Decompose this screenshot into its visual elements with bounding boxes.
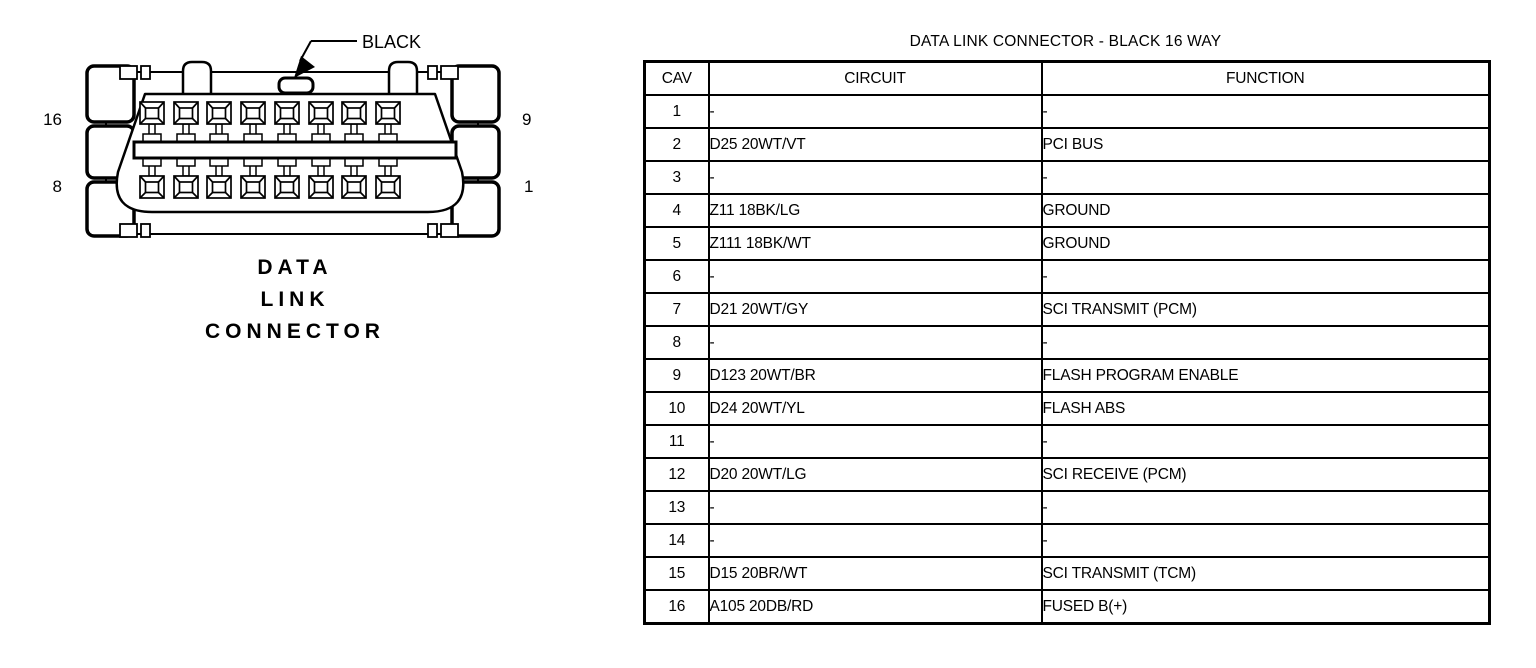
cav-cell: 3	[643, 160, 710, 195]
function-cell: -	[1040, 523, 1491, 558]
cav-cell: 13	[643, 490, 710, 525]
cav-cell: 10	[643, 391, 710, 426]
cav-cell: 5	[643, 226, 710, 261]
circuit-cell: -	[707, 259, 1043, 294]
circuit-cell: -	[707, 160, 1043, 195]
circuit-cell: D15 20BR/WT	[707, 556, 1043, 591]
circuit-cell: Z111 18BK/WT	[707, 226, 1043, 261]
col-header-cav: CAV	[643, 60, 710, 96]
cav-cell: 9	[643, 358, 710, 393]
function-cell: SCI TRANSMIT (TCM)	[1040, 556, 1491, 591]
caption-line: LINK	[260, 288, 330, 311]
table-row: 3--	[643, 160, 1491, 195]
pin-8-label: 8	[53, 177, 62, 196]
latch-tab	[277, 76, 315, 95]
col-header-function: FUNCTION	[1040, 60, 1491, 96]
cav-cell: 14	[643, 523, 710, 558]
table-row: 13--	[643, 490, 1491, 525]
function-cell: PCI BUS	[1040, 127, 1491, 162]
circuit-cell: -	[707, 424, 1043, 459]
caption-line: CONNECTOR	[205, 320, 385, 343]
cav-cell: 16	[643, 589, 710, 625]
cav-cell: 15	[643, 556, 710, 591]
circuit-cell: D20 20WT/LG	[707, 457, 1043, 492]
table-row: 6--	[643, 259, 1491, 294]
circuit-cell: -	[707, 490, 1043, 525]
circuit-cell: -	[707, 325, 1043, 360]
col-header-circuit: CIRCUIT	[707, 60, 1043, 96]
function-cell: -	[1040, 259, 1491, 294]
pin-9-label: 9	[522, 110, 531, 129]
connector-diagram: BLACK 16 8 9 1 DATA LINK CONNECTOR	[0, 0, 600, 400]
function-cell: -	[1040, 490, 1491, 525]
pin-16-label: 16	[43, 110, 62, 129]
black-arrow	[294, 40, 357, 78]
cav-cell: 7	[643, 292, 710, 327]
circuit-cell: -	[707, 94, 1043, 129]
table-row: 11--	[643, 424, 1491, 459]
connector-drawing: BLACK 16 8 9 1	[43, 32, 533, 238]
function-cell: -	[1040, 325, 1491, 360]
function-cell: GROUND	[1040, 193, 1491, 228]
function-cell: -	[1040, 424, 1491, 459]
cav-cell: 1	[643, 94, 710, 129]
cav-cell: 6	[643, 259, 710, 294]
function-cell: GROUND	[1040, 226, 1491, 261]
circuit-cell: Z11 18BK/LG	[707, 193, 1043, 228]
function-cell: -	[1040, 160, 1491, 195]
circuit-cell: D24 20WT/YL	[707, 391, 1043, 426]
function-cell: SCI TRANSMIT (PCM)	[1040, 292, 1491, 327]
circuit-cell: D123 20WT/BR	[707, 358, 1043, 393]
table-row: 8--	[643, 325, 1491, 360]
caption-line: DATA	[257, 256, 333, 279]
table-row: 1--	[643, 94, 1491, 129]
diagram-caption: DATA LINK CONNECTOR	[90, 252, 500, 348]
top-bumps	[181, 60, 419, 93]
circuit-cell: A105 20DB/RD	[707, 589, 1043, 625]
circuit-cell: -	[707, 523, 1043, 558]
function-cell: -	[1040, 94, 1491, 129]
cav-cell: 2	[643, 127, 710, 162]
table-row: 14--	[643, 523, 1491, 558]
edge-tabs	[119, 65, 459, 238]
circuit-cell: D21 20WT/GY	[707, 292, 1043, 327]
function-cell: FUSED B(+)	[1040, 589, 1491, 625]
cav-cell: 4	[643, 193, 710, 228]
cav-cell: 11	[643, 424, 710, 459]
table-title: DATA LINK CONNECTOR - BLACK 16 WAY	[909, 33, 1222, 50]
circuit-cell: D25 20WT/VT	[707, 127, 1043, 162]
header-row: CAV CIRCUIT FUNCTION	[643, 60, 1491, 96]
function-cell: FLASH ABS	[1040, 391, 1491, 426]
center-bar	[132, 140, 458, 160]
function-cell: SCI RECEIVE (PCM)	[1040, 457, 1491, 492]
cav-cell: 12	[643, 457, 710, 492]
function-cell: FLASH PROGRAM ENABLE	[1040, 358, 1491, 393]
connector-color-label: BLACK	[362, 32, 421, 52]
pin-1-label: 1	[524, 177, 533, 196]
cav-cell: 8	[643, 325, 710, 360]
